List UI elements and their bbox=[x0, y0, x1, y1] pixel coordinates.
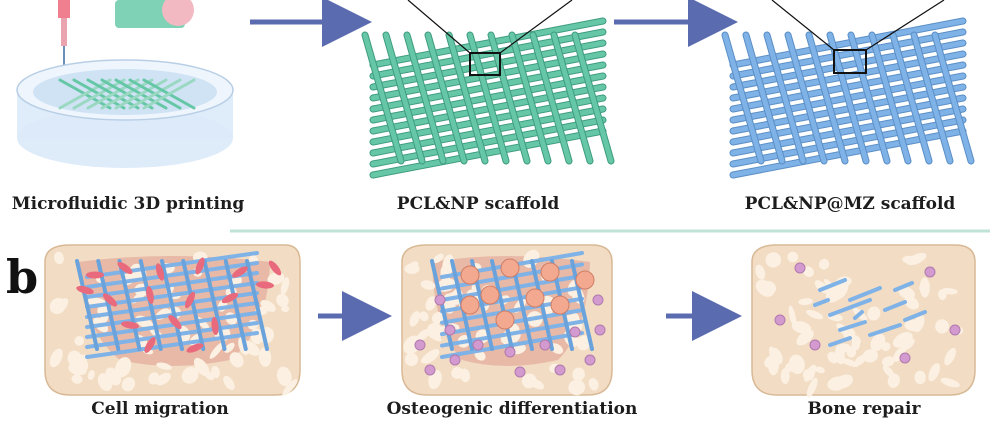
panel-label-b: b bbox=[6, 250, 39, 304]
migrating-cells bbox=[76, 257, 282, 353]
bone-pores bbox=[755, 251, 964, 398]
differentiating-cells bbox=[414, 258, 606, 378]
caption-bone-repair: Bone repair bbox=[807, 399, 921, 419]
pcl-np-scaffold bbox=[361, 17, 615, 179]
particles bbox=[774, 262, 961, 364]
implanted-scaffold bbox=[75, 251, 269, 359]
degrading-scaffold bbox=[813, 278, 927, 347]
caption-cell-migration: Cell migration bbox=[91, 399, 229, 419]
caption-pcl-np-scaffold: PCL&NP scaffold bbox=[396, 194, 560, 214]
caption-pcl-np-mz-scaffold: PCL&NP@MZ scaffold bbox=[744, 194, 956, 214]
caption-osteogenic-differentiation: Osteogenic differentiation bbox=[386, 399, 638, 419]
caption-microfluidic-printing: Microfluidic 3D printing bbox=[11, 194, 245, 214]
zoom-box-icon bbox=[771, 0, 945, 74]
printed-scaffold-in-dish bbox=[58, 78, 196, 110]
pcl-np-mz-scaffold bbox=[721, 17, 975, 179]
zoom-box-icon bbox=[407, 0, 573, 76]
petri-dish-icon bbox=[16, 0, 234, 168]
